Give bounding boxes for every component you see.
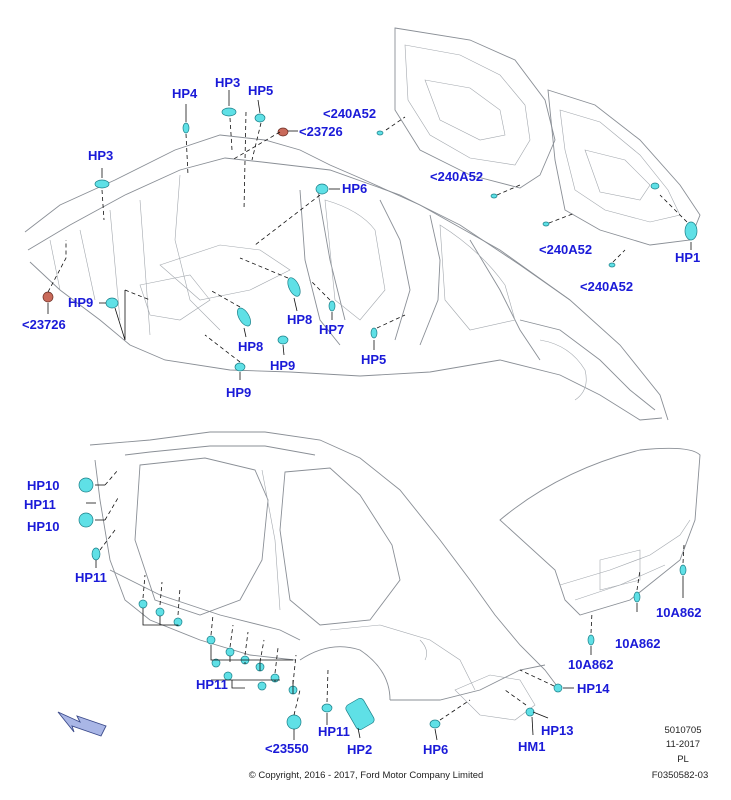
label-hp7: HP7 [319,322,344,337]
label-hp6-top: HP6 [342,181,367,196]
label-hm1: HM1 [518,739,545,754]
rear-door [547,89,701,246]
label-hp5-top: HP5 [248,83,273,98]
upper-body-structure [24,134,669,421]
part-number: 5010705 [665,725,702,736]
view-direction-arrow-icon [57,711,107,737]
label-10a862-2: 10A862 [615,636,661,651]
label-hp6-low: HP6 [423,742,448,757]
label-hp8-b: HP8 [238,339,263,354]
label-hp11-b: HP11 [75,570,107,585]
language-code: PL [677,754,689,765]
label-hp10-b: HP10 [27,519,60,534]
label-23726-top: <23726 [299,124,343,139]
label-hp11-a: HP11 [24,497,56,512]
label-hp13: HP13 [541,723,574,738]
label-hp11-d: HP11 [318,724,350,739]
label-240a52-1: <240A52 [323,106,376,121]
copyright-notice: © Copyright, 2016 - 2017, Ford Motor Com… [249,770,484,781]
label-240a52-2: <240A52 [430,169,483,184]
front-door [394,27,556,189]
label-hp2: HP2 [347,742,372,757]
lower-body-side [89,431,561,721]
label-10a862-3: 10A862 [656,605,702,620]
label-23726-left: <23726 [22,317,66,332]
label-hp3-top: HP3 [215,75,240,90]
decklid [499,447,701,616]
label-hp5-mid: HP5 [361,352,386,367]
label-240a52-4: <240A52 [580,279,633,294]
label-hp8-a: HP8 [287,312,312,327]
label-240a52-3: <240A52 [539,242,592,257]
figure-id: F0350582-03 [652,770,709,781]
label-hp10-a: HP10 [27,478,60,493]
label-23550: <23550 [265,741,309,756]
footer: 5010705 11-2017 PL © Copyright, 2016 - 2… [249,725,709,781]
label-hp9-mid: HP9 [270,358,295,373]
label-hp14: HP14 [577,681,610,696]
label-hp9-low: HP9 [226,385,251,400]
callout-labels: HP4 HP3 HP5 <240A52 <23726 HP3 HP6 <240A… [22,75,702,757]
drawing-date: 11-2017 [666,739,700,750]
leader-lines [47,90,692,741]
label-hp1: HP1 [675,250,700,265]
plugs [42,107,698,731]
label-hp9-left: HP9 [68,295,93,310]
label-10a862-1: 10A862 [568,657,614,672]
label-hp4: HP4 [172,86,198,101]
label-hp3-left: HP3 [88,148,113,163]
label-hp11-c: HP11 [196,677,228,692]
